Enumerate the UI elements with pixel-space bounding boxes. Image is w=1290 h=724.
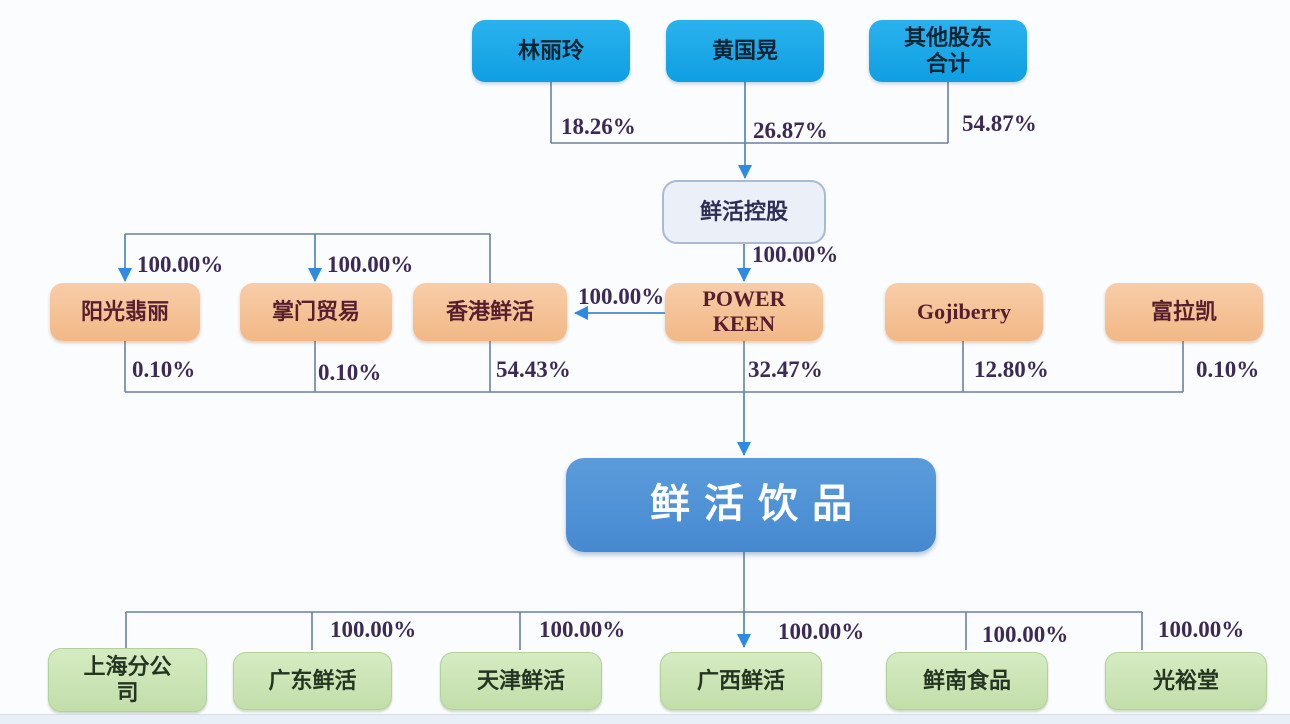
pct-powerkeen-to-hk: 100.00% <box>578 284 665 309</box>
node-guangyutang: 光裕堂 <box>1105 652 1267 710</box>
node-label: 林丽玲 <box>517 38 584 64</box>
pct-issuer-to-guangdong: 100.00% <box>330 617 417 642</box>
node-label: 鲜活控股 <box>699 199 788 225</box>
node-label: POWER KEEN <box>702 286 786 336</box>
node-guangdong-xianhuo: 广东鲜活 <box>233 652 392 710</box>
pct-hk-to-zhangmen: 100.00% <box>327 252 414 277</box>
node-label: 阳光翡丽 <box>80 299 169 325</box>
pct-hk-to-yangguang: 100.00% <box>137 252 224 277</box>
node-label: 黄国晃 <box>711 38 778 64</box>
pct-fulakai-to-issuer: 0.10% <box>1196 357 1260 382</box>
pct-powerkeen-to-issuer: 32.47% <box>748 357 823 382</box>
pct-zhangmen-to-issuer: 0.10% <box>318 360 382 385</box>
node-shareholder-lin: 林丽玲 <box>472 20 630 82</box>
node-label: 鲜活饮品 <box>650 482 866 527</box>
pct-issuer-to-guangyutang: 100.00% <box>1158 617 1245 642</box>
pct-gojiberry-to-issuer: 12.80% <box>974 357 1049 382</box>
pct-issuer-to-guangxi: 100.00% <box>778 619 865 644</box>
pct-other-to-holding: 54.87% <box>962 111 1037 136</box>
node-yangguang-feili: 阳光翡丽 <box>50 283 200 341</box>
pct-issuer-to-xiannan: 100.00% <box>982 622 1069 647</box>
pct-issuer-to-tianjin: 100.00% <box>539 617 626 642</box>
node-label: 掌门贸易 <box>271 299 360 325</box>
node-label: 香港鲜活 <box>445 299 534 325</box>
pct-yangguang-to-issuer: 0.10% <box>132 357 196 382</box>
pct-huang-to-holding: 26.87% <box>753 118 828 143</box>
node-holding-company: 鲜活控股 <box>662 180 826 244</box>
node-shanghai-branch: 上海分公 司 <box>48 648 207 712</box>
node-label: 富拉凯 <box>1150 299 1217 325</box>
node-label: 其他股东 合计 <box>903 25 992 76</box>
node-tianjin-xianhuo: 天津鲜活 <box>440 652 602 710</box>
pct-holding-to-powerkeen: 100.00% <box>752 242 839 267</box>
node-shareholder-huang: 黄国晃 <box>666 20 824 82</box>
node-fulakai: 富拉凯 <box>1105 283 1263 341</box>
node-label: 上海分公 司 <box>83 654 172 705</box>
node-label: 天津鲜活 <box>476 668 565 694</box>
pct-hk-to-issuer: 54.43% <box>496 357 571 382</box>
node-zhangmen-trading: 掌门贸易 <box>240 283 392 341</box>
node-label: 光裕堂 <box>1152 668 1219 694</box>
node-xianhuo-drinks: 鲜活饮品 <box>566 458 936 552</box>
node-label: 广东鲜活 <box>268 668 357 694</box>
pct-lin-to-holding: 18.26% <box>561 114 636 139</box>
node-xiannan-foods: 鲜南食品 <box>886 652 1048 710</box>
node-label: Gojiberry <box>916 299 1012 325</box>
node-hongkong-xianhuo: 香港鲜活 <box>413 283 567 341</box>
node-label: 广西鲜活 <box>696 668 785 694</box>
node-guangxi-xianhuo: 广西鲜活 <box>660 652 822 710</box>
node-gojiberry: Gojiberry <box>885 283 1043 341</box>
node-other-shareholders: 其他股东 合计 <box>869 20 1027 82</box>
bottom-edge-strip <box>0 714 1290 724</box>
node-power-keen: POWER KEEN <box>665 283 823 341</box>
node-label: 鲜南食品 <box>922 668 1011 694</box>
